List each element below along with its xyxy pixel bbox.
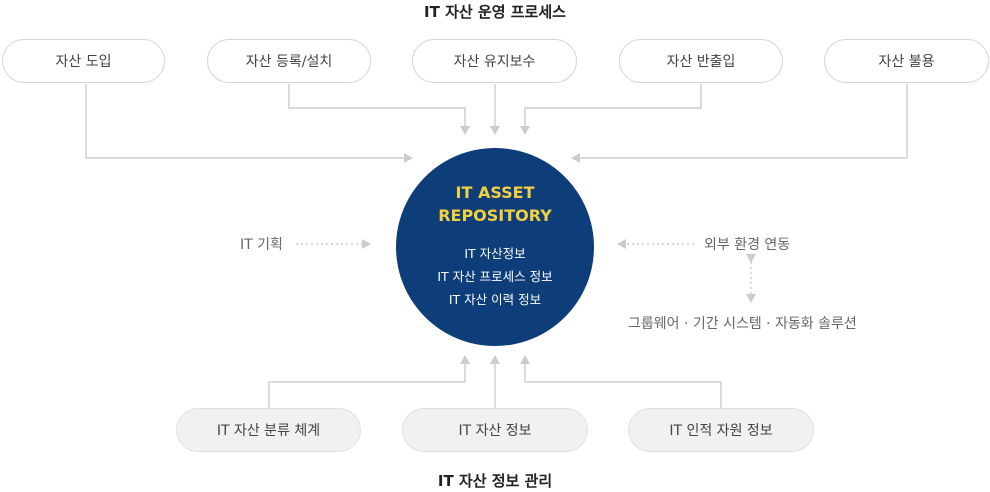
info-human-resource: IT 인적 자원 정보 <box>628 408 814 452</box>
step-transfer: 자산 반출입 <box>619 39 783 83</box>
step-disposal: 자산 불용 <box>824 39 989 83</box>
external-systems: 그룹웨어 · 기간 시스템 · 자동화 솔루션 <box>628 316 857 332</box>
step-acquire: 자산 도입 <box>2 39 165 83</box>
connector-disposal <box>571 84 908 163</box>
asset-repository: IT ASSET REPOSITORY IT 자산정보 IT 자산 프로세스 정… <box>396 148 594 346</box>
repository-line-asset-info: IT 자산정보 <box>464 246 526 261</box>
repository-line-history-info: IT 자산 이력 정보 <box>448 292 542 307</box>
connector-register <box>288 84 470 135</box>
repository-title-line2: REPOSITORY <box>438 206 552 225</box>
step-register: 자산 등록/설치 <box>207 39 371 83</box>
step-maintenance: 자산 유지보수 <box>412 39 577 83</box>
connector-human-resource <box>520 355 722 408</box>
connector-acquire <box>85 84 413 163</box>
repository-line-process-info: IT 자산 프로세스 정보 <box>437 269 553 284</box>
info-asset: IT 자산 정보 <box>402 408 588 452</box>
bottom-title: IT 자산 정보 관리 <box>437 472 553 490</box>
repository-title-line1: IT ASSET <box>455 183 535 202</box>
info-classification: IT 자산 분류 체계 <box>176 408 361 452</box>
input-planning: IT 기획 <box>240 237 283 253</box>
connector-transfer <box>520 84 702 135</box>
connector-classification <box>268 355 470 408</box>
top-title: IT 자산 운영 프로세스 <box>424 3 566 21</box>
input-external: 외부 환경 연동 <box>704 237 791 253</box>
